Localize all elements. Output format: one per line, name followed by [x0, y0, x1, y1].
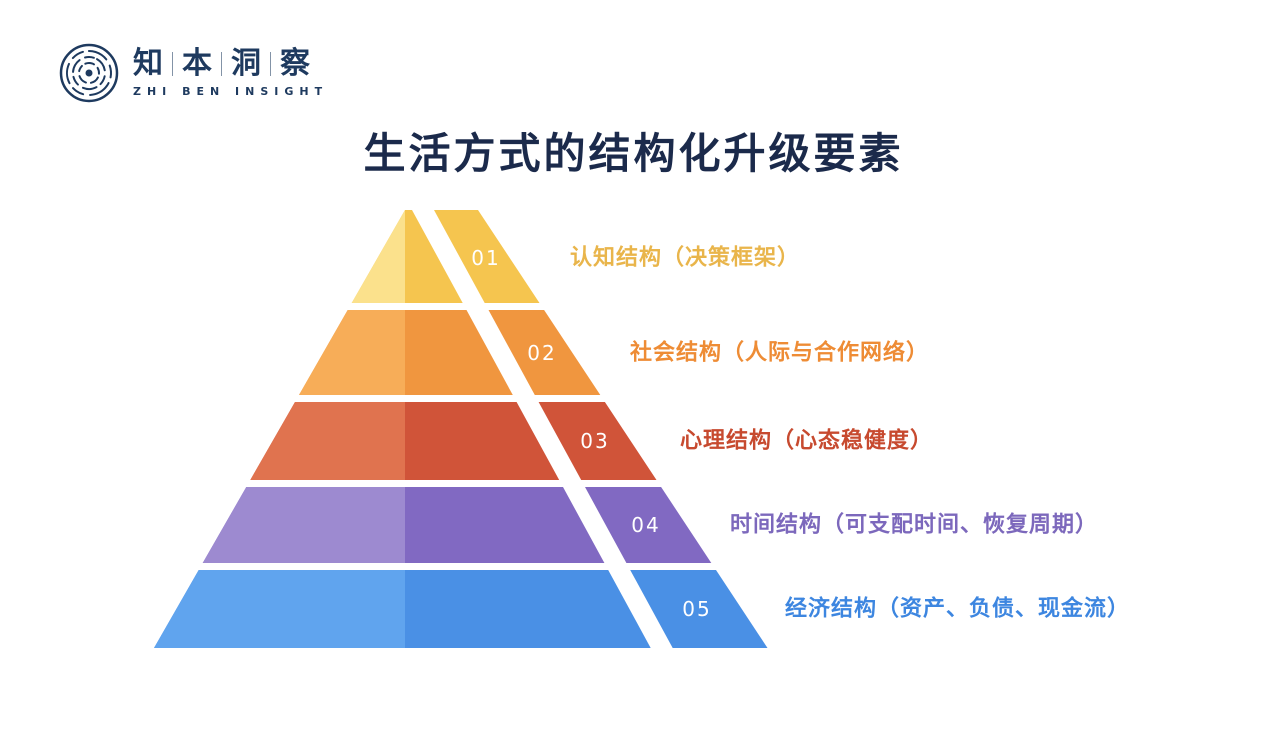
- layer-3-left-face: [250, 402, 405, 480]
- pyramid-layer-4: 04 时间结构（可支配时间、恢复周期）: [202, 487, 1098, 563]
- layer-5-slice: [630, 570, 768, 648]
- pyramid-layer-3: 03 心理结构（心态稳健度）: [250, 402, 933, 480]
- pyramid-layer-5: 05 经济结构（资产、负债、现金流）: [154, 570, 1130, 648]
- layer-1-label: 认知结构（决策框架）: [570, 245, 800, 271]
- brand-name: 知 本 洞 察: [133, 45, 328, 81]
- brand-divider: [270, 51, 271, 76]
- layer-5-label: 经济结构（资产、负债、现金流）: [785, 596, 1130, 622]
- brand-text: 知 本 洞 察 ZHI BEN INSIGHT: [133, 45, 329, 98]
- brand-char: 洞: [231, 45, 261, 81]
- layer-4-number: 04: [631, 513, 660, 537]
- brand-divider: [221, 51, 222, 76]
- layer-2-number: 02: [527, 341, 556, 365]
- layer-3-label: 心理结构（心态稳健度）: [680, 428, 933, 454]
- layer-2-left-face: [299, 310, 405, 395]
- layer-5-left-face: [154, 570, 405, 648]
- layer-2-label: 社会结构（人际与合作网络）: [630, 340, 929, 366]
- pyramid-layer-2: 02 社会结构（人际与合作网络）: [299, 310, 929, 395]
- brand-logo-icon: [58, 42, 120, 104]
- layer-3-number: 03: [580, 429, 609, 453]
- layer-1-number: 01: [471, 246, 500, 270]
- brand-divider: [172, 51, 173, 76]
- layer-2-slice: [488, 310, 601, 395]
- layer-4-left-face: [202, 487, 405, 563]
- brand-char: 本: [182, 45, 212, 81]
- brand-logo: 知 本 洞 察 ZHI BEN INSIGHT: [58, 42, 328, 104]
- layer-5-number: 05: [682, 597, 711, 621]
- layer-3-slice: [538, 402, 657, 480]
- layer-1-slice: [434, 210, 540, 303]
- page-title: 生活方式的结构化升级要素: [363, 129, 904, 178]
- layer-1-left-face: [351, 210, 405, 303]
- brand-char: 知: [133, 45, 163, 81]
- brand-char: 察: [280, 45, 310, 81]
- pyramid-layer-1: 01 认知结构（决策框架）: [351, 210, 800, 303]
- layer-4-label: 时间结构（可支配时间、恢复周期）: [730, 512, 1098, 538]
- brand-tagline: ZHI BEN INSIGHT: [133, 84, 329, 98]
- layer-4-slice: [585, 487, 712, 563]
